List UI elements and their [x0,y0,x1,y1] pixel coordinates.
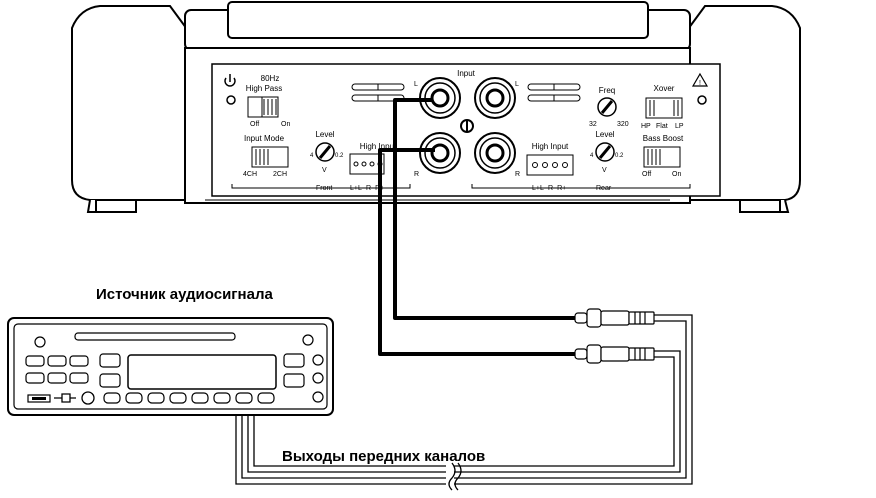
label-rear-high-input: High Input [532,142,569,151]
label-front-level-min: 4 [310,153,314,159]
cable-right [378,148,575,356]
rear-freq-knob[interactable] [597,97,617,117]
label-input-r2: R [515,171,520,178]
right-clips [527,83,581,102]
left-screw [226,95,236,105]
high-pass-switch[interactable] [247,96,279,118]
label-input-mode: Input Mode [244,134,285,143]
eject-button[interactable] [302,334,314,346]
label-hpf-on: On [281,121,290,128]
label-freq-min: 32 [589,121,597,128]
label-hpf-title: High Pass [246,84,282,93]
amp-left-cap [71,5,196,201]
label-mode-2ch: 2CH [273,171,287,178]
rca-input-rear-right[interactable] [474,132,516,174]
input-mode-switch[interactable] [251,146,289,168]
label-freq-max: 320 [617,121,629,128]
label-mode-4ch: 4CH [243,171,257,178]
warning-icon: ! [691,72,709,87]
front-level-knob[interactable] [315,142,335,162]
cd-slot [74,332,236,341]
label-xover-lp: LP [675,123,684,130]
rca-cables [378,98,575,356]
bass-boost-switch[interactable] [643,146,681,168]
svg-text:!: ! [699,80,701,87]
label-freq: Freq [599,86,615,95]
left-button-grid[interactable] [25,355,89,384]
side-button-1[interactable] [312,354,324,366]
rear-level-knob[interactable] [595,142,615,162]
label-front-pins: L+L−R−R+ [350,185,384,192]
caption-source: Источник аудиосигнала [96,286,273,303]
label-rear-pins: L+L−R−R+ [532,185,566,192]
power-icon [224,74,236,87]
label-rear-level-max: 0.2 [615,153,624,159]
button-right-b[interactable] [283,373,305,388]
side-button-3[interactable] [312,391,324,403]
center-screw [460,119,474,133]
label-rear-level-min: 4 [590,153,594,159]
head-unit [7,317,334,416]
label-xover: Xover [654,84,675,93]
label-input-l2: L [515,81,519,88]
rca-input-front-right[interactable] [419,132,461,174]
label-rear-level-v: V [602,167,607,174]
rear-bracket [471,184,691,189]
cable-left [393,98,575,320]
label-input-r1: R [414,171,419,178]
label-rear: Rear [596,185,612,192]
label-input-l1: L [414,81,418,88]
rear-high-input-connector[interactable] [526,154,574,176]
label-front: Front [316,185,332,192]
xover-switch[interactable] [645,97,683,119]
caption-outputs: Выходы передних каналов [282,448,486,465]
preset-buttons[interactable] [103,392,275,404]
button-left-b[interactable] [99,373,121,388]
label-input: Input [457,69,476,78]
jack-icon [54,393,76,403]
side-button-2[interactable] [312,372,324,384]
label-front-level-v: V [322,167,327,174]
rca-plug-upper [574,308,655,328]
amplifier [71,1,801,213]
label-rear-level: Level [595,130,614,139]
button-right-a[interactable] [283,353,305,368]
output-cables [235,314,693,491]
button-left-a[interactable] [99,353,121,368]
label-bb-off: Off [642,171,651,178]
right-screw [697,95,707,105]
label-bb-on: On [672,171,681,178]
rca-input-rear-left[interactable] [474,77,516,119]
label-hpf-freq: 80Hz [261,74,280,83]
left-clips [351,83,405,102]
power-knob[interactable] [34,336,46,348]
label-front-level-max: 0.2 [335,153,344,159]
label-bass-boost: Bass Boost [643,134,684,143]
volume-knob[interactable] [81,391,95,405]
label-hpf-off: Off [250,121,259,128]
label-xover-flat: Flat [656,123,668,130]
display [127,354,277,390]
label-front-high-input: High Input [360,142,397,151]
rca-plug-lower [574,344,655,364]
label-front-level: Level [315,130,334,139]
label-xover-hp: HP [641,123,651,130]
front-bracket [231,184,411,189]
